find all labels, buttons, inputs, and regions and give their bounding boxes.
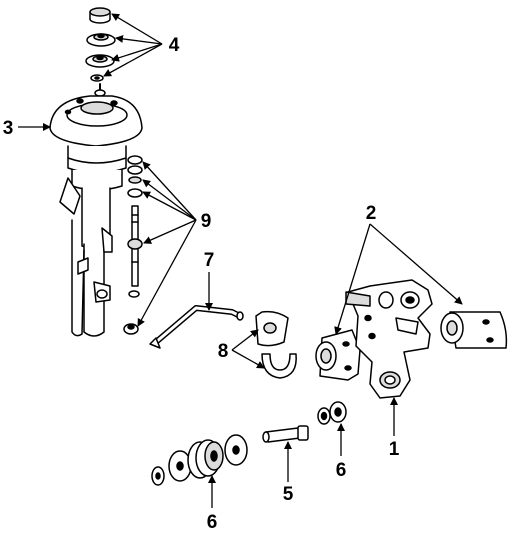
strut-assembly (49, 83, 143, 337)
nut-and-washer (317, 401, 347, 425)
callout-3: 3 (3, 118, 14, 139)
callout-8: 8 (218, 341, 229, 362)
lower-control-arm (345, 279, 433, 399)
stabilizer-bushing-set (255, 310, 297, 379)
top-mount-nut-cap (89, 7, 111, 24)
mount-washer-stack (151, 434, 248, 486)
callout-7: 7 (204, 250, 215, 271)
link-sleeve (127, 238, 143, 250)
link-washer-1 (127, 155, 143, 165)
upper-bearing-plate (86, 33, 116, 47)
callout-9: 9 (201, 211, 212, 232)
callout-1: 1 (389, 439, 400, 460)
link-washer-2 (128, 176, 142, 184)
link-bushing-1 (127, 165, 143, 175)
control-arm-bolt (262, 425, 309, 443)
callout-4: 4 (169, 35, 180, 56)
control-arm-bushing-left (315, 329, 361, 381)
stabilizer-bracket (261, 353, 297, 379)
lower-bearing-plate (85, 54, 115, 68)
callout-6-right: 6 (336, 460, 347, 481)
callout-2: 2 (366, 203, 377, 224)
stabilizer-bar (149, 305, 244, 349)
callout-5: 5 (283, 484, 294, 505)
link-nut (127, 188, 143, 198)
small-washer (90, 74, 104, 82)
strut-mount-hardware (85, 7, 116, 82)
stabilizer-link-kit (123, 155, 143, 335)
callout-6-left: 6 (207, 512, 218, 533)
control-arm-bushing-right (440, 311, 508, 349)
